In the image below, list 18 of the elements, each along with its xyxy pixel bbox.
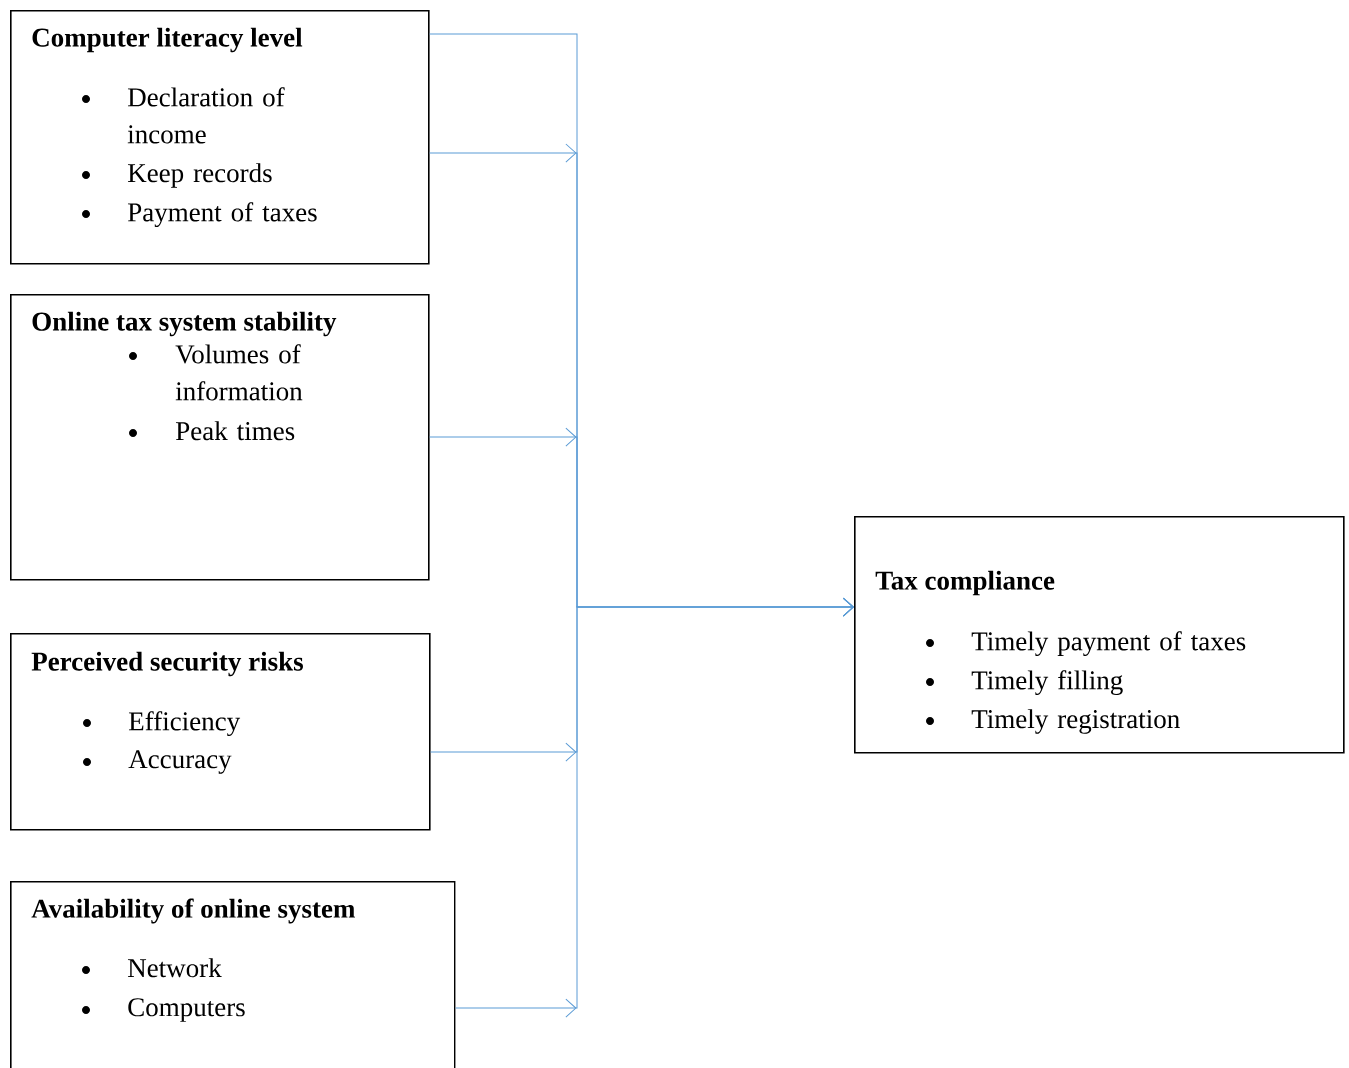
bullet-item: Efficiency <box>129 711 241 737</box>
arrow <box>455 597 854 1018</box>
bullet-item: Accuracy <box>128 750 232 774</box>
heading: Perceived security risks <box>31 651 303 677</box>
bullet-item: Payment of taxes <box>128 202 317 228</box>
bullet-item: Keep records <box>128 163 272 188</box>
bullet-item: Declaration of income <box>127 87 285 144</box>
heading: Availability of online system <box>31 898 355 924</box>
heading: Tax compliance <box>875 570 1055 596</box>
bullet-item: Timely registration <box>971 709 1180 734</box>
heading: Computer literacy level <box>32 27 303 53</box>
bullet-item: Peak times <box>176 421 295 441</box>
bullet-item: Volumes of information <box>175 344 303 401</box>
bullet-item: Computers <box>128 998 245 1022</box>
bullet-item: Network <box>128 958 222 978</box>
bullet-item: Timely payment of taxes <box>971 631 1246 657</box>
bullet-item: Timely filling <box>971 670 1123 696</box>
heading: Online tax system stability <box>32 311 337 337</box>
